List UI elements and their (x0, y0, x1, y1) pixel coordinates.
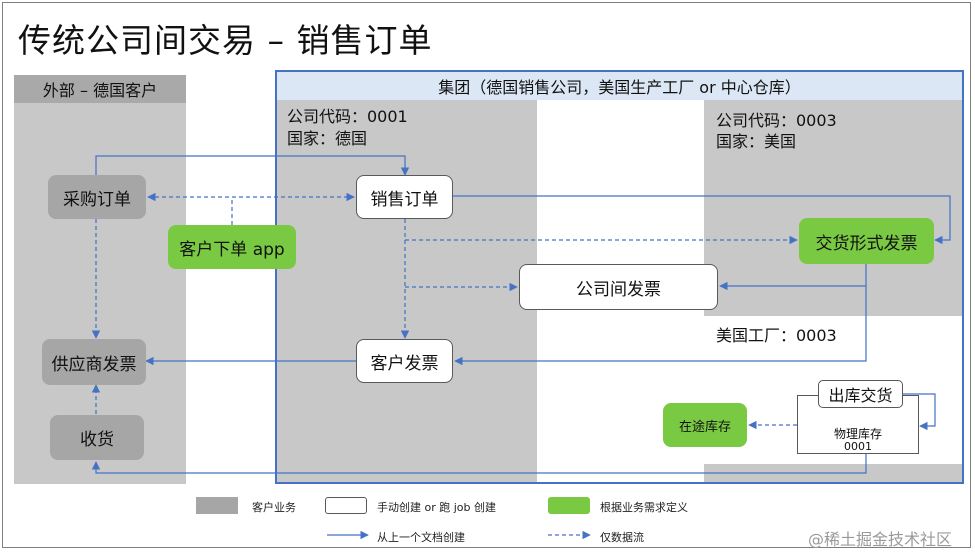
proforma-invoice-node[interactable]: 交货形式发票 (799, 218, 934, 264)
company-de-code: 公司代码：0001 (287, 107, 408, 126)
company-us-country: 国家：美国 (716, 132, 797, 151)
purchase-order-node[interactable]: 采购订单 (48, 175, 146, 219)
goods-receipt-node[interactable]: 收货 (50, 415, 144, 460)
arrow-gi-to-stock (903, 393, 936, 431)
arrow-to-goods-receipt (91, 453, 867, 474)
plant-us-label: 美国工厂：0003 (716, 326, 837, 345)
legend-business-defined: 根据业务需求定义 (600, 501, 688, 514)
physical-stock-label: 物理库存 (833, 427, 882, 441)
supplier-invoice-node[interactable]: 供应商发票 (42, 339, 146, 385)
company-de-panel (277, 100, 537, 482)
company-de-country: 国家：德国 (287, 129, 368, 148)
physical-stock-id: 0001 (844, 440, 872, 453)
legend-green-swatch (548, 497, 590, 514)
group-panel-header: 集团（德国销售公司，美国生产工厂 or 中心仓库） (277, 72, 962, 100)
company-us-code: 公司代码：0003 (716, 111, 837, 130)
group-panel (275, 70, 964, 484)
sales-order-node[interactable]: 销售订单 (356, 175, 453, 219)
arrow-to-customer-invoice (454, 264, 867, 366)
watermark: @稀土掘金技术社区 (808, 530, 953, 549)
legend-gray-swatch (196, 497, 238, 514)
company-us-panel (704, 100, 962, 316)
intercompany-invoice-node[interactable]: 公司间发票 (519, 264, 718, 310)
customer-invoice-node[interactable]: 客户发票 (356, 339, 453, 383)
customer-app-node[interactable]: 客户下单 app (168, 225, 296, 269)
legend-customer-business: 客户业务 (252, 501, 296, 514)
legend-from-previous-doc: 从上一个文档创建 (377, 531, 465, 544)
legend-data-flow-only: 仅数据流 (600, 531, 644, 544)
goods-issue-node[interactable]: 出库交货 (818, 380, 903, 408)
external-panel-header: 外部 – 德国客户 (14, 75, 186, 103)
legend-white-swatch (325, 497, 367, 514)
in-transit-stock-node[interactable]: 在途库存 (663, 403, 747, 447)
arrow-po-to-so (95, 155, 410, 176)
legend-manual-or-job: 手动创建 or 跑 job 创建 (377, 501, 497, 514)
page-title: 传统公司间交易 – 销售订单 (18, 21, 433, 60)
arrow-so-to-proforma (453, 195, 951, 245)
